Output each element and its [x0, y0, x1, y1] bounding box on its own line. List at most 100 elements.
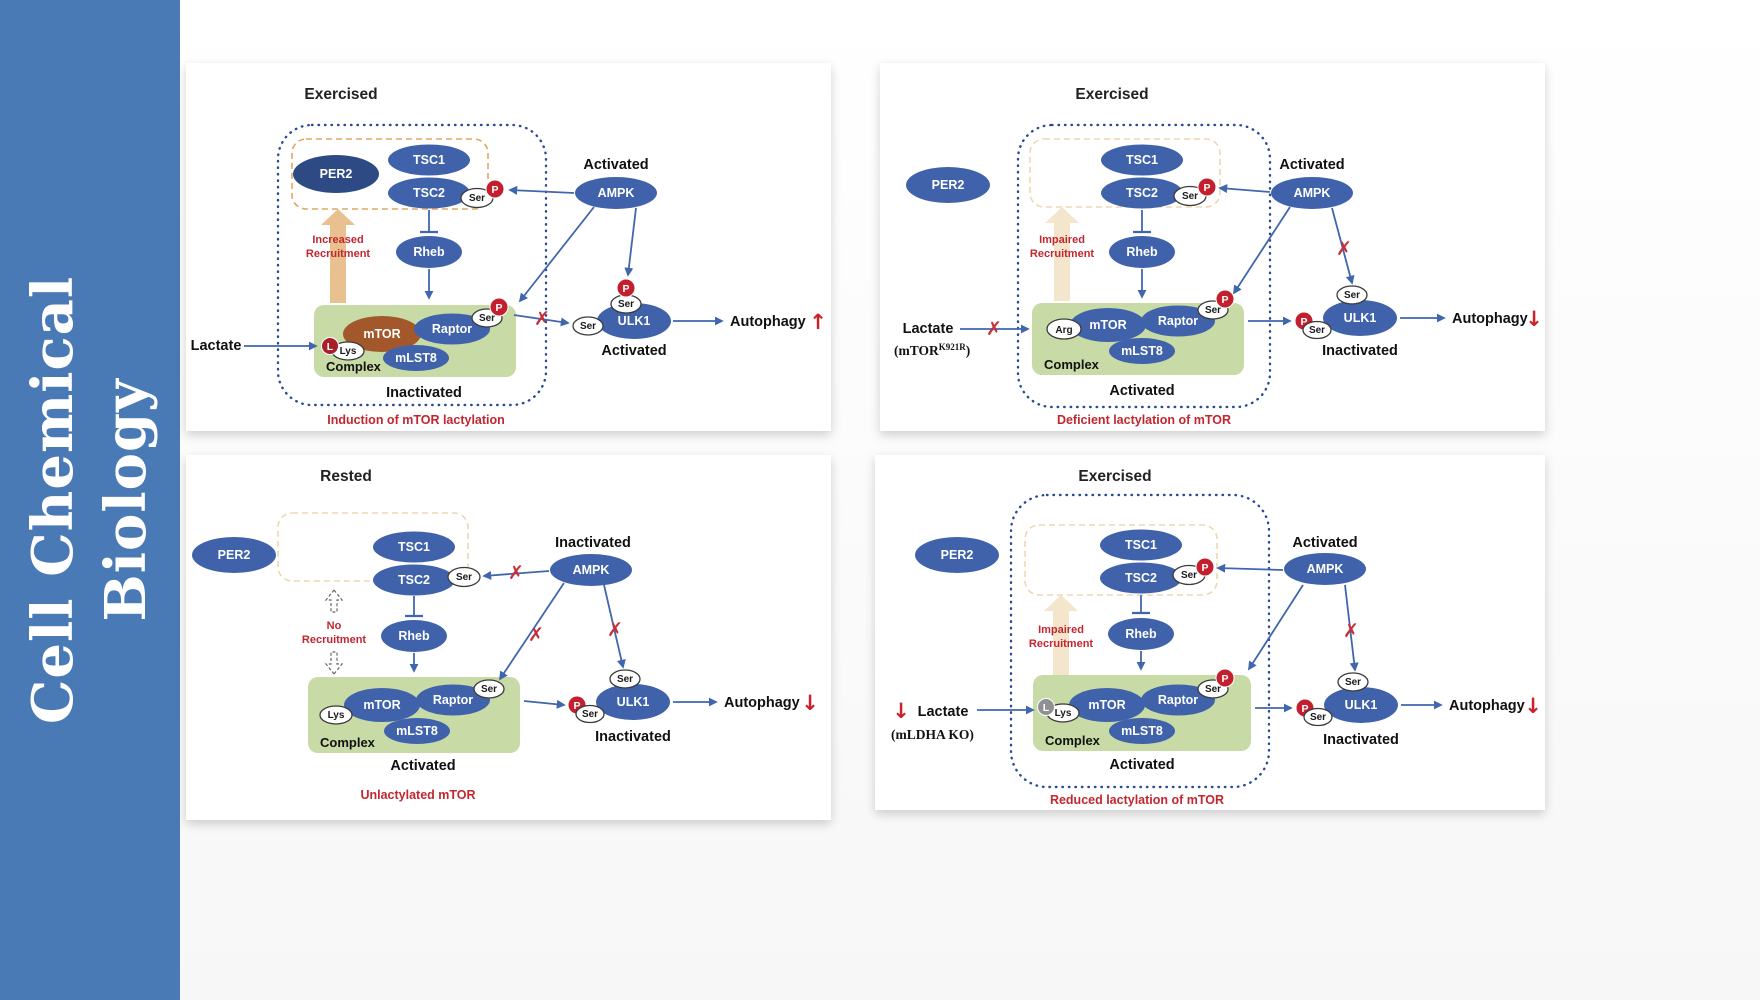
pathway-boundary: [1009, 493, 1271, 789]
svg-text:AMPK: AMPK: [573, 563, 610, 577]
autophagy-down-icon: ↓: [801, 691, 819, 715]
svg-text:Ser: Ser: [481, 684, 497, 695]
node-ulk1: ULK1 Ser P Ser Inactivated: [567, 669, 671, 745]
phospho-icon: [1195, 557, 1215, 577]
node-ulk1: ULK1 Ser P Ser Inactivated: [1294, 285, 1398, 359]
node-mlst8: mLST8: [1109, 338, 1175, 364]
variant-post: ): [966, 343, 971, 358]
node-mtor: mTOR: [1070, 308, 1146, 342]
node-mtor: mTOR: [1069, 688, 1145, 722]
complex-state: Inactivated: [386, 385, 462, 401]
svg-text:Ser: Ser: [1205, 305, 1221, 316]
node-tsc2: TSC2: [373, 564, 455, 596]
svg-text:P: P: [495, 302, 502, 314]
ulk1-state: Activated: [601, 343, 666, 359]
panel-unlactylated-mtor: Rested PER2 TSC1: [186, 455, 831, 820]
pathway-diagram-1: Exercised PER2 TS: [191, 86, 827, 427]
svg-text:TSC2: TSC2: [398, 573, 430, 587]
svg-text:Ser: Ser: [1310, 712, 1326, 723]
node-tsc2: TSC2: [388, 177, 470, 209]
svg-text:Raptor: Raptor: [433, 693, 473, 707]
ampk-state: Activated: [583, 157, 648, 173]
svg-text:ULK1: ULK1: [618, 314, 651, 328]
svg-text:Lys: Lys: [328, 710, 345, 721]
complex-state: Activated: [1109, 757, 1174, 773]
reduced-lactyl-icon: [1037, 698, 1055, 716]
svg-text:Ser: Ser: [1181, 570, 1197, 581]
blocked-x-icon: ✗: [534, 308, 550, 330]
mtor-lys-site: Lys L: [321, 337, 365, 361]
pathway-boundary: [1016, 123, 1272, 409]
svg-text:P: P: [491, 184, 498, 196]
journal-title: Cell Chemical Biology: [17, 276, 163, 724]
svg-text:Raptor: Raptor: [432, 322, 472, 336]
svg-text:Rheb: Rheb: [1125, 627, 1157, 641]
pathway-diagram-4: Exercised PER2 TS: [891, 468, 1542, 807]
svg-text:Raptor: Raptor: [1158, 314, 1198, 328]
journal-title-line1: Cell Chemical: [20, 275, 87, 725]
ampk-state: Activated: [1279, 157, 1344, 173]
raptor-ser-site: Ser P: [1197, 668, 1235, 699]
panel-caption: Reduced lactylation of mTOR: [1050, 793, 1224, 807]
pathway-diagram-2: Exercised PER2 TS: [894, 86, 1543, 427]
complex-label: Complex: [320, 735, 376, 750]
svg-text:Ser: Ser: [469, 193, 485, 204]
ulk1-state: Inactivated: [1322, 343, 1398, 359]
blocked-x-icon: ✗: [1336, 238, 1352, 260]
lactate-label: Lactate: [903, 321, 954, 337]
node-per2: PER2: [906, 167, 990, 203]
blocked-x-icon: ✗: [1343, 620, 1359, 642]
node-raptor: Raptor: [1141, 305, 1215, 337]
svg-text:Ser: Ser: [1205, 684, 1221, 695]
panel-caption: Unlactylated mTOR: [360, 788, 475, 802]
blocked-x-icon: ✗: [607, 619, 623, 641]
node-raptor: Raptor: [414, 313, 490, 345]
node-ampk: Activated AMPK: [1284, 535, 1366, 585]
ampk-state: Inactivated: [555, 535, 631, 551]
raptor-ser-site: Ser: [473, 679, 505, 699]
svg-text:Arg: Arg: [1055, 325, 1072, 336]
svg-text:AMPK: AMPK: [1307, 562, 1344, 576]
recruitment-note-line1: Impaired: [1039, 234, 1085, 246]
svg-text:mLST8: mLST8: [396, 724, 438, 738]
recruitment-note-line2: Recruitment: [1029, 638, 1094, 650]
node-rheb: Rheb: [381, 620, 447, 652]
svg-text:mTOR: mTOR: [1089, 318, 1126, 332]
panel-induction-of-mtor-lactylation: Exercised PER2 TS: [186, 63, 831, 431]
recruitment-arrow: [1045, 207, 1079, 301]
svg-text:TSC1: TSC1: [1126, 153, 1158, 167]
lactate-label: Lactate: [918, 704, 969, 720]
mtor-lys-site: Lys: [319, 705, 353, 725]
svg-text:Ser: Ser: [582, 709, 598, 720]
complex-label: Complex: [1045, 733, 1101, 748]
phospho-icon: [1215, 668, 1235, 688]
svg-text:Rheb: Rheb: [1126, 245, 1158, 259]
raptor-ser-site: Ser P: [1197, 289, 1235, 320]
variant-pre: (mTOR: [894, 343, 939, 358]
journal-sidebar: Cell Chemical Biology: [0, 0, 180, 1000]
variant-sup: K921R: [939, 342, 967, 352]
no-recruitment-up-arrow: [324, 589, 344, 613]
svg-text:mLST8: mLST8: [1121, 724, 1163, 738]
tsc2-ser-site: Ser P: [1172, 557, 1215, 586]
svg-text:ULK1: ULK1: [617, 695, 650, 709]
node-per2: PER2: [915, 537, 999, 573]
node-ulk1: ULK1 Ser P Ser Inactivated: [1295, 672, 1399, 748]
autophagy-label: Autophagy: [730, 314, 806, 330]
per2-tsc-recruitment-box: [291, 138, 489, 210]
phospho-icon: [489, 297, 509, 317]
svg-text:P: P: [622, 283, 629, 295]
svg-text:P: P: [1221, 673, 1228, 685]
node-rheb: Rheb: [1109, 236, 1175, 268]
svg-text:Raptor: Raptor: [1158, 693, 1198, 707]
svg-text:mLST8: mLST8: [1121, 344, 1163, 358]
svg-text:TSC2: TSC2: [413, 186, 445, 200]
node-per2: PER2: [192, 537, 276, 573]
svg-text:P: P: [1221, 294, 1228, 306]
node-rheb: Rheb: [1108, 618, 1174, 650]
svg-text:Ser: Ser: [618, 299, 634, 310]
node-ampk: Activated AMPK: [575, 157, 657, 209]
svg-text:Rheb: Rheb: [413, 245, 445, 259]
panel-title: Rested: [320, 468, 372, 485]
